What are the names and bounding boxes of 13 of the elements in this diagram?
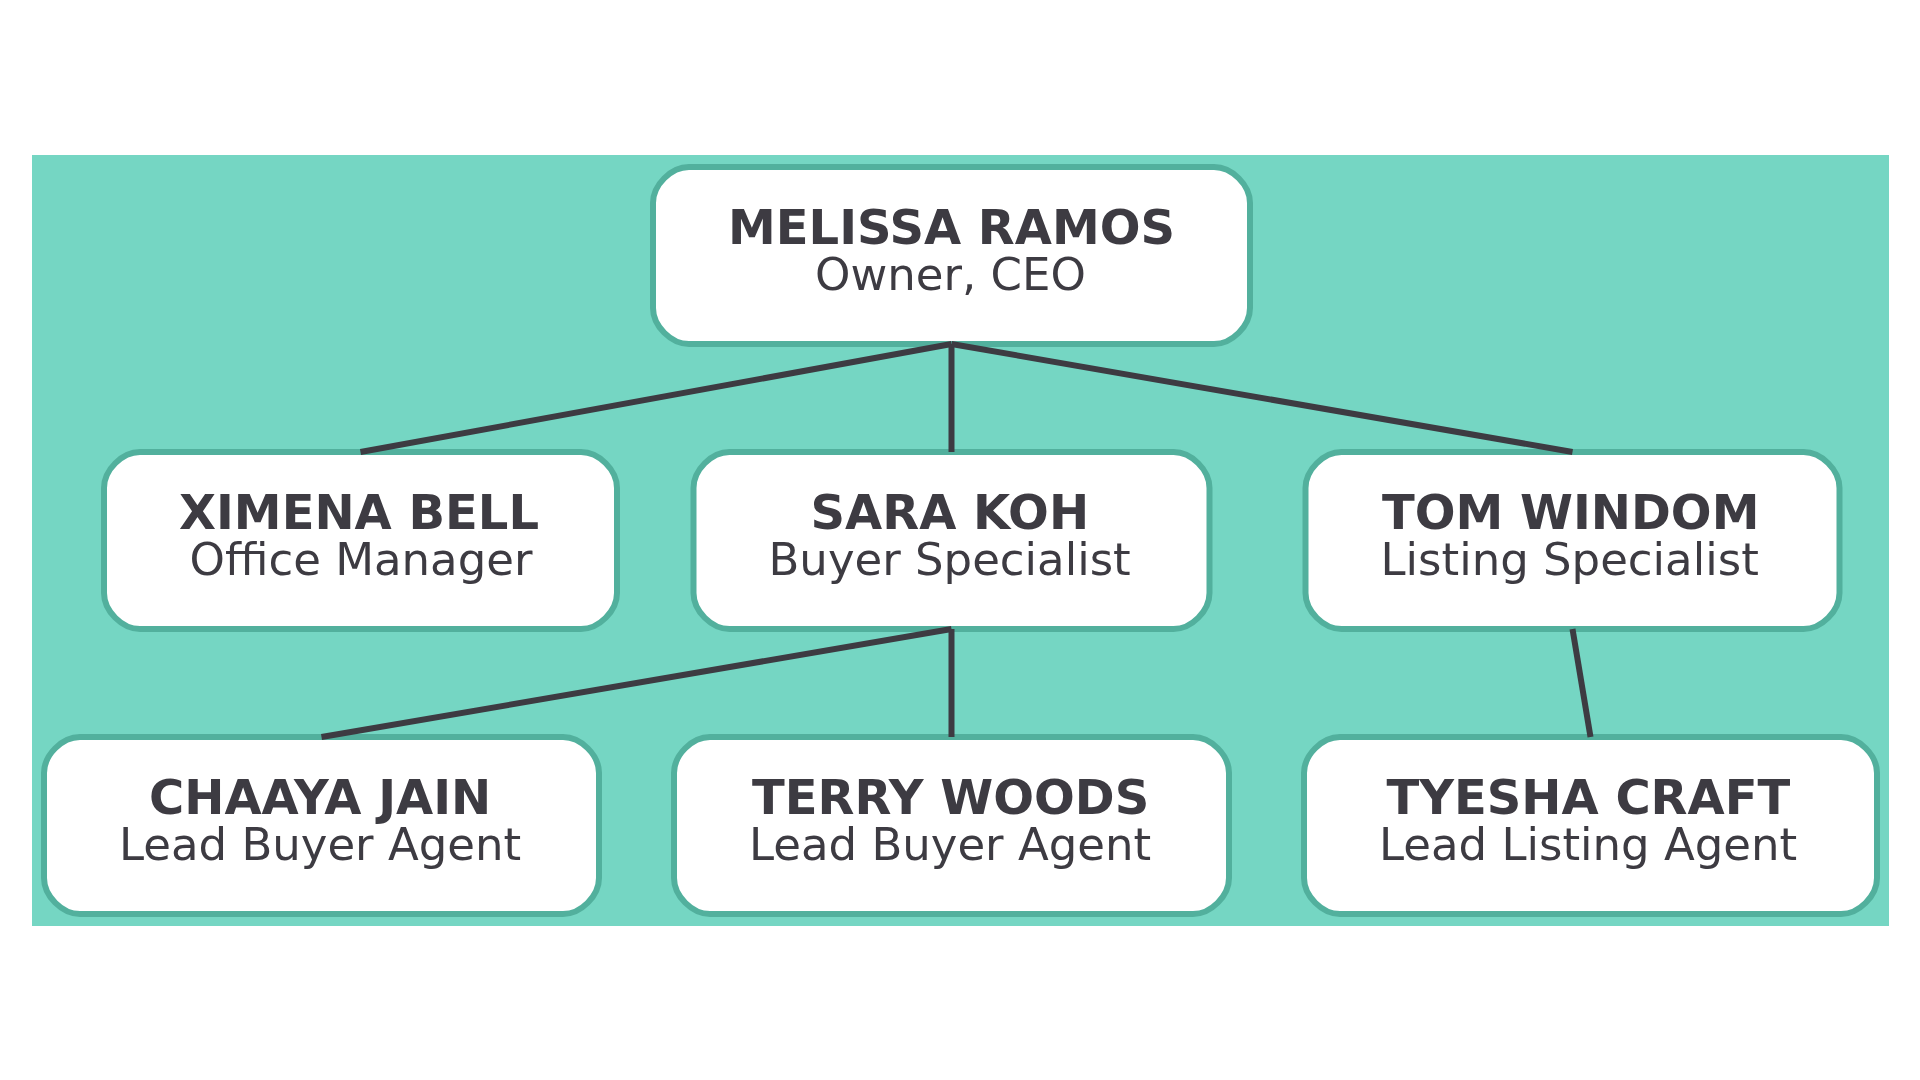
node-box: TYESHA CRAFT Lead Listing Agent (1300, 733, 1880, 917)
connector (950, 340, 1573, 455)
connector (359, 340, 952, 455)
node-box: CHAAYA JAIN Lead Buyer Agent (40, 733, 602, 917)
connector (1569, 628, 1593, 737)
connector (948, 628, 954, 737)
node-box: TOM WINDOM Listing Specialist (1302, 448, 1842, 632)
node-box: MELISSA RAMOS Owner, CEO (649, 163, 1253, 347)
connector (948, 343, 954, 452)
node-box: SARA KOH Buyer Specialist (690, 448, 1212, 632)
node-box: TERRY WOODS Lead Buyer Agent (670, 733, 1232, 917)
node-box: XIMENA BELL Office Manager (100, 448, 620, 632)
connector (320, 625, 952, 740)
